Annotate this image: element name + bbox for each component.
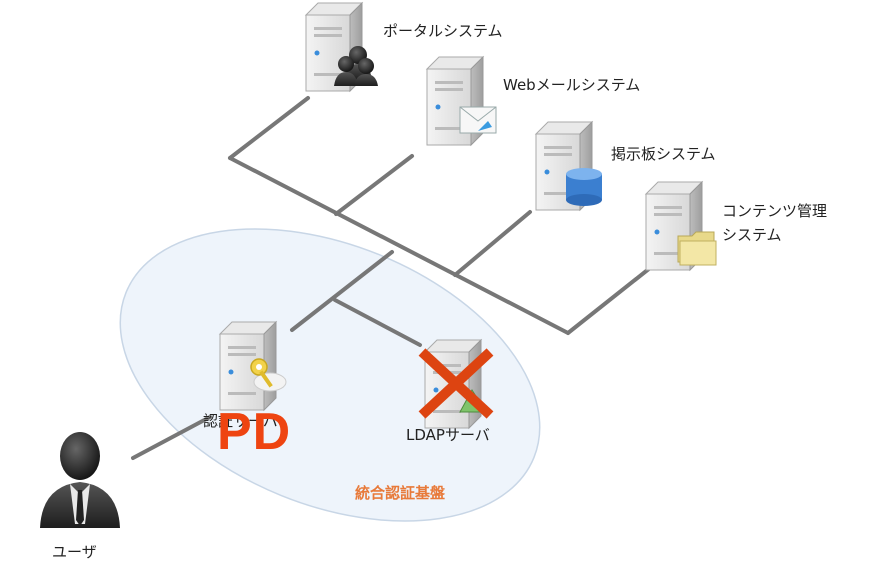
auth-server-label: 認証サーバ xyxy=(203,412,278,430)
cms-system-label-line1: コンテンツ管理 xyxy=(722,202,828,220)
ldap-server-label: LDAPサーバ xyxy=(406,426,490,444)
key-icon xyxy=(250,358,287,392)
user-person-icon xyxy=(40,432,120,528)
cms-system-label-line2: システム xyxy=(722,226,782,244)
users-group-icon xyxy=(334,46,378,86)
user-label: ユーザ xyxy=(52,543,97,561)
disabled-cross-icon xyxy=(418,348,494,419)
integrated-auth-base-label: 統合認証基盤 xyxy=(355,484,446,502)
network-lines xyxy=(131,96,652,460)
webmail-system-label: Webメールシステム xyxy=(503,76,641,94)
bbs-system-label: 掲示板システム xyxy=(611,145,716,163)
folder-icon xyxy=(677,231,717,266)
database-icon xyxy=(566,168,602,206)
pd-overlay-text: PD xyxy=(217,403,292,461)
portal-system-label: ポータルシステム xyxy=(383,22,503,40)
envelope-icon xyxy=(459,106,497,134)
integrated-auth-base-area xyxy=(119,228,541,522)
